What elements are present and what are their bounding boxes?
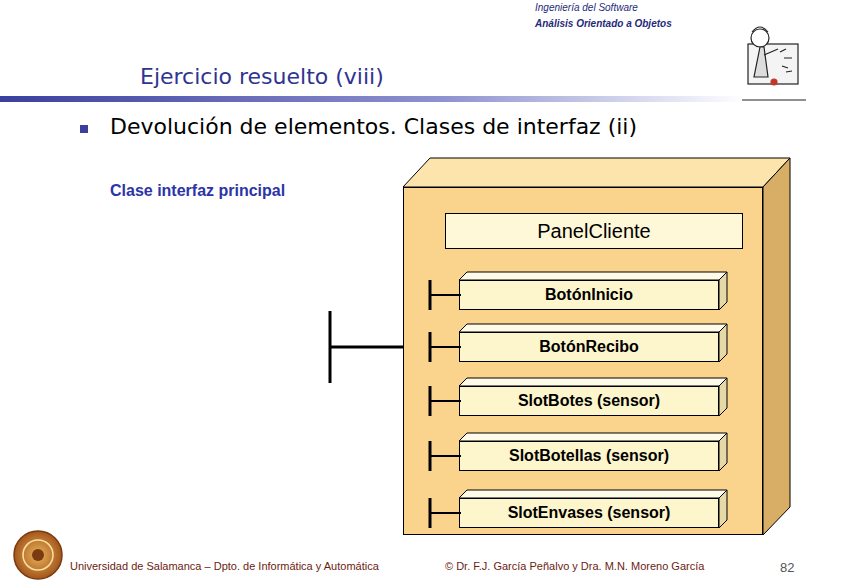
header-course: Ingeniería del Software [535, 2, 638, 13]
header-subject: Análisis Orientado a Objetos [535, 18, 672, 29]
title-rule [0, 96, 745, 102]
interface-symbol [330, 311, 403, 383]
interface-symbol [427, 384, 461, 418]
section-label: Clase interfaz principal [110, 182, 285, 200]
class-name: BotónInicio [460, 281, 718, 309]
interface-symbol [427, 278, 461, 312]
box-top-face [403, 158, 790, 187]
class-name: BotónRecibo [460, 333, 718, 361]
bullet-text: Devolución de elementos. Clases de inter… [110, 114, 637, 139]
box-side-face [763, 158, 790, 535]
class-name: SlotBotes (sensor) [460, 387, 718, 415]
page-number: 82 [780, 560, 794, 575]
interface-class-box: SlotEnvases (sensor) [459, 498, 719, 528]
bullet-square [80, 125, 88, 133]
interface-class-box: BotónRecibo [459, 332, 719, 362]
interface-symbol [427, 330, 461, 364]
package-box: PanelClienteBotónInicioBotónReciboSlotBo… [403, 187, 763, 535]
interface-symbol [427, 439, 461, 473]
footer-university: Universidad de Salamanca – Dpto. de Info… [70, 560, 379, 572]
professor-icon [742, 27, 806, 100]
university-seal [14, 531, 62, 579]
interface-class-box: BotónInicio [459, 280, 719, 310]
interface-class-box: SlotBotes (sensor) [459, 386, 719, 416]
class-name: SlotBotellas (sensor) [460, 442, 718, 470]
interface-class-box: SlotBotellas (sensor) [459, 441, 719, 471]
interface-symbol [427, 496, 461, 530]
footer-authors: © Dr. F.J. García Peñalvo y Dra. M.N. Mo… [445, 560, 704, 572]
slide-title: Ejercicio resuelto (viii) [140, 64, 384, 89]
class-name-band: PanelCliente [445, 213, 743, 249]
class-name: SlotEnvases (sensor) [460, 499, 718, 527]
